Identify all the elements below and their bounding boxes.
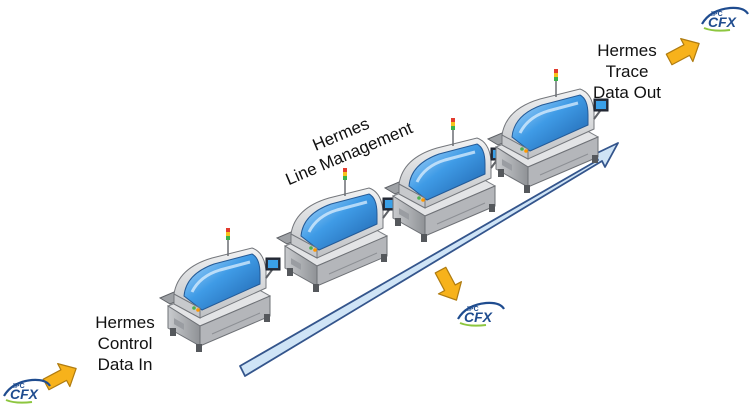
label-line: Data Out: [592, 83, 662, 102]
svg-text:IPC: IPC: [13, 383, 25, 390]
machine-1: [158, 226, 282, 354]
label-control-data-in: Hermes Control Data In: [82, 312, 168, 375]
arrow-down-icon: [428, 263, 469, 307]
cfx-logo-center: IPC CFX: [456, 301, 506, 327]
label-line: Hermes: [95, 313, 155, 332]
svg-text:IPC: IPC: [711, 11, 723, 18]
arrow-in-icon: [39, 356, 83, 397]
svg-text:CFX: CFX: [464, 309, 494, 325]
svg-text:CFX: CFX: [10, 386, 40, 402]
svg-text:IPC: IPC: [467, 306, 479, 313]
svg-text:CFX: CFX: [708, 14, 738, 30]
label-line: Data In: [97, 355, 153, 374]
label-trace-data-out: Hermes Trace Data Out: [583, 40, 671, 103]
label-line: Control: [97, 334, 153, 353]
cfx-logo-top-right: IPC CFX: [700, 6, 750, 32]
cfx-logo-bottom-left: IPC CFX: [2, 378, 52, 404]
label-line: Trace: [605, 62, 649, 81]
label-line: Hermes: [597, 41, 657, 60]
